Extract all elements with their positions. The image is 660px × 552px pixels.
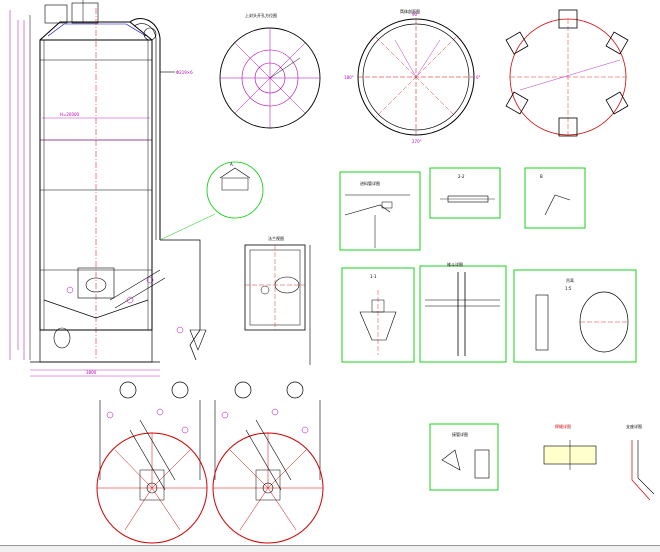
base-width-label: 3800 — [86, 370, 97, 375]
inlet-detail-title: 进料管详图 — [360, 180, 380, 186]
detail-frame-hopper: 锥斗详图 — [419, 261, 507, 363]
status-bar — [0, 545, 660, 552]
cylinder-section-view: 筒体剖面图 90° 270° 0° 180° — [344, 8, 481, 144]
section-1-1-title: 1-1 — [370, 274, 377, 279]
angle-right-label: 0° — [476, 75, 481, 80]
detail-a-callout: A — [159, 161, 264, 241]
detail-a-title: A — [230, 162, 233, 167]
section-title: 筒体剖面图 — [400, 8, 420, 14]
detail-frame-lug: 吊耳 1:5 — [513, 269, 637, 363]
top-nozzle-plan-view: 上封头开孔方位图 — [219, 12, 321, 129]
detail-frame-2-2: 2-2 — [429, 167, 501, 219]
dim-height-label: H=20000 — [60, 112, 80, 117]
section-2-2-title: 2-2 — [458, 174, 465, 179]
detail-frame-1-1: 1-1 — [341, 267, 415, 363]
lug-detail-scale: 1:5 — [565, 286, 572, 291]
weld-detail: 焊缝详图 — [543, 423, 597, 470]
nozzle-detail-title: 接管详图 — [452, 431, 468, 437]
flange-view-title: 法兰视图 — [268, 235, 284, 241]
support-detail-title: 支座详图 — [626, 423, 642, 429]
flange-view: 法兰视图 — [244, 235, 311, 365]
lug-detail-title: 吊耳 — [566, 278, 574, 283]
nozzle-dia-label: Φ219×6 — [176, 70, 193, 75]
angle-bottom-label: 270° — [412, 139, 422, 144]
lower-callouts — [106, 408, 309, 434]
top-plan-title: 上封头开孔方位图 — [245, 12, 277, 18]
weld-detail-title: 焊缝详图 — [555, 423, 571, 429]
lower-elevation-left — [96, 381, 208, 544]
detail-b-title: B — [540, 174, 543, 179]
support-detail: 支座详图 — [626, 423, 655, 501]
hopper-detail-title: 锥斗详图 — [447, 261, 463, 267]
detail-frame-inlet: 进料管详图 — [339, 171, 421, 251]
lower-elevation-right — [212, 381, 324, 544]
angle-top-label: 90° — [412, 12, 419, 17]
vessel-elevation: H=20000 Φ219×6 3800 — [9, 0, 207, 377]
support-lug-plan-view — [505, 9, 629, 137]
angle-left-label: 180° — [344, 75, 354, 80]
detail-frame-b: B — [524, 167, 586, 229]
detail-frame-nozzle: 接管详图 — [429, 423, 499, 491]
